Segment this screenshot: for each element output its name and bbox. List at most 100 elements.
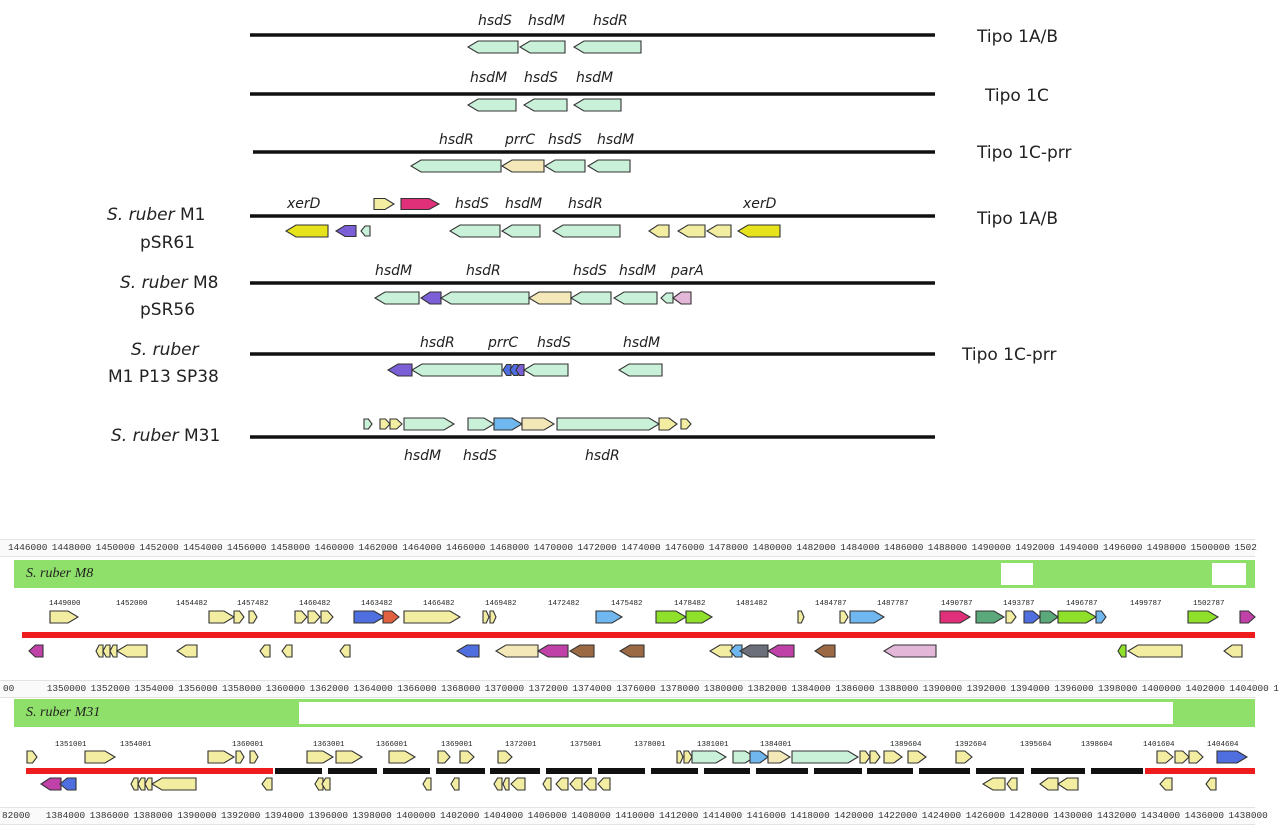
- ruler-tick-label: 1396000: [1054, 683, 1094, 694]
- ruler-tick-label: 1458000: [270, 542, 311, 553]
- gene-arrow: [705, 224, 732, 238]
- gene-arrow: [420, 291, 442, 305]
- gene-label: hsdR: [420, 335, 455, 351]
- contig-track-black: [976, 768, 1024, 774]
- gene-arrow: [510, 777, 526, 791]
- strain-bar-label: S. ruber M8: [26, 566, 94, 581]
- gene-arrow: [59, 777, 77, 791]
- gene-arrow: [321, 777, 331, 791]
- gene-arrow: [388, 750, 417, 764]
- ruler-tick-label: 1482000: [796, 542, 836, 553]
- ruler-tick-label: 1462000: [358, 542, 398, 553]
- ruler-tick-label: 00: [3, 683, 15, 694]
- gene-arrow: [314, 777, 324, 791]
- gene-arrow: [233, 610, 245, 624]
- gene-arrow: [680, 418, 692, 430]
- gene-arrows-top: [284, 40, 781, 431]
- gene-arrow: [595, 610, 624, 624]
- position-tick-label: 1392604: [955, 741, 987, 749]
- gene-arrow: [235, 750, 245, 764]
- ruler-tick-label: 1478000: [708, 542, 749, 553]
- ruler-tick-label: 1466000: [446, 542, 486, 553]
- ruler-tick-label: 1430000: [1053, 810, 1093, 821]
- type-label-row3: Tipo 1C-prr: [977, 143, 1072, 163]
- ruler-tick-label: 1358000: [222, 683, 262, 694]
- gene-arrow: [208, 610, 236, 624]
- species-name: S. ruber: [107, 205, 175, 225]
- gene-arrow: [583, 777, 597, 791]
- position-tick-label: 1389604: [890, 741, 922, 749]
- gene-arrow: [294, 610, 308, 624]
- gene-arrow: [569, 777, 583, 791]
- gene-arrow: [403, 417, 456, 431]
- position-tick-label: 1449000: [49, 600, 81, 608]
- gene-arrow: [676, 750, 684, 764]
- gene-arrow: [1223, 644, 1243, 658]
- type-label-row1: Tipo 1A/B: [977, 27, 1059, 47]
- gene-arrow: [455, 644, 480, 658]
- gene-arrow: [360, 225, 371, 237]
- position-tick-label: 1395604: [1020, 741, 1052, 749]
- gene-arrow: [284, 224, 329, 238]
- gene-arrow: [708, 644, 733, 658]
- gene-arrow: [527, 291, 572, 305]
- ruler-tick-label: 1356000: [178, 683, 218, 694]
- ruler-tick-label: 1386000: [89, 810, 129, 821]
- gene-label: hsdS: [455, 196, 489, 212]
- gene-label: hsdM: [505, 196, 542, 212]
- gene-arrow: [467, 417, 496, 431]
- ruler-tick-label: 1384000: [791, 683, 831, 694]
- gene-arrow: [1005, 610, 1017, 624]
- gene-arrow: [1239, 610, 1256, 624]
- gene-arrow: [1039, 610, 1059, 624]
- position-tick-label: 1378001: [634, 741, 666, 749]
- gene-arrow: [494, 644, 539, 658]
- ruler-tick-label: 1496000: [1103, 542, 1143, 553]
- strain-label-p13: M1 P13 SP38: [108, 367, 219, 387]
- position-tick-label: 1381001: [697, 741, 729, 749]
- gene-arrow: [660, 292, 674, 304]
- ruler-tick-label: 1386000: [835, 683, 875, 694]
- gene-arrow: [363, 418, 373, 430]
- ruler-tick-label: 1438000: [1228, 810, 1268, 821]
- gene-label: hsdM: [375, 263, 412, 279]
- gene-arrow: [791, 750, 860, 764]
- position-tick-label: 1401604: [1143, 741, 1175, 749]
- gene-arrow: [518, 40, 566, 54]
- contig-track-red: [22, 632, 1255, 638]
- gene-arrow: [497, 750, 513, 764]
- gene-arrow: [586, 159, 631, 173]
- ruler-tick-label: 1398000: [352, 810, 392, 821]
- gene-arrow: [572, 40, 642, 54]
- position-tick-label: 1369001: [441, 741, 473, 749]
- ruler-tick-label: 1368000: [441, 683, 481, 694]
- ruler-tick-label: 1450000: [95, 542, 135, 553]
- gene-label: hsdM: [597, 132, 634, 148]
- ruler-tick-label: 1394000: [264, 810, 305, 821]
- contig-track-red: [1145, 768, 1255, 774]
- ruler-tick-label: 1454000: [183, 542, 223, 553]
- gene-arrow: [500, 159, 545, 173]
- gene-arrow: [49, 610, 80, 624]
- position-tick-label: 1490787: [941, 600, 973, 608]
- gene-arrow: [1095, 610, 1107, 624]
- position-tick-label: 1351001: [55, 741, 87, 749]
- ruler-tick-label: 1362000: [309, 683, 349, 694]
- gene-arrow: [353, 610, 386, 624]
- gene-arrow: [466, 40, 519, 54]
- gene-arrow: [736, 224, 781, 238]
- gene-arrow: [500, 224, 541, 238]
- gene-arrow: [493, 417, 524, 431]
- ruler-tick-label: 1464000: [402, 542, 442, 553]
- gene-label: hsdS: [548, 132, 582, 148]
- contig-track-black: [756, 768, 808, 774]
- strain-label-m1: S. ruber M1: [107, 205, 206, 225]
- contig-track-black: [1031, 768, 1085, 774]
- ruler-tick-label: 1448000: [51, 542, 92, 553]
- type-label-row4: Tipo 1A/B: [977, 209, 1059, 229]
- position-tick-label: 1463482: [361, 600, 393, 608]
- ruler-tick-label: 1382000: [747, 683, 787, 694]
- gene-arrow: [658, 417, 678, 431]
